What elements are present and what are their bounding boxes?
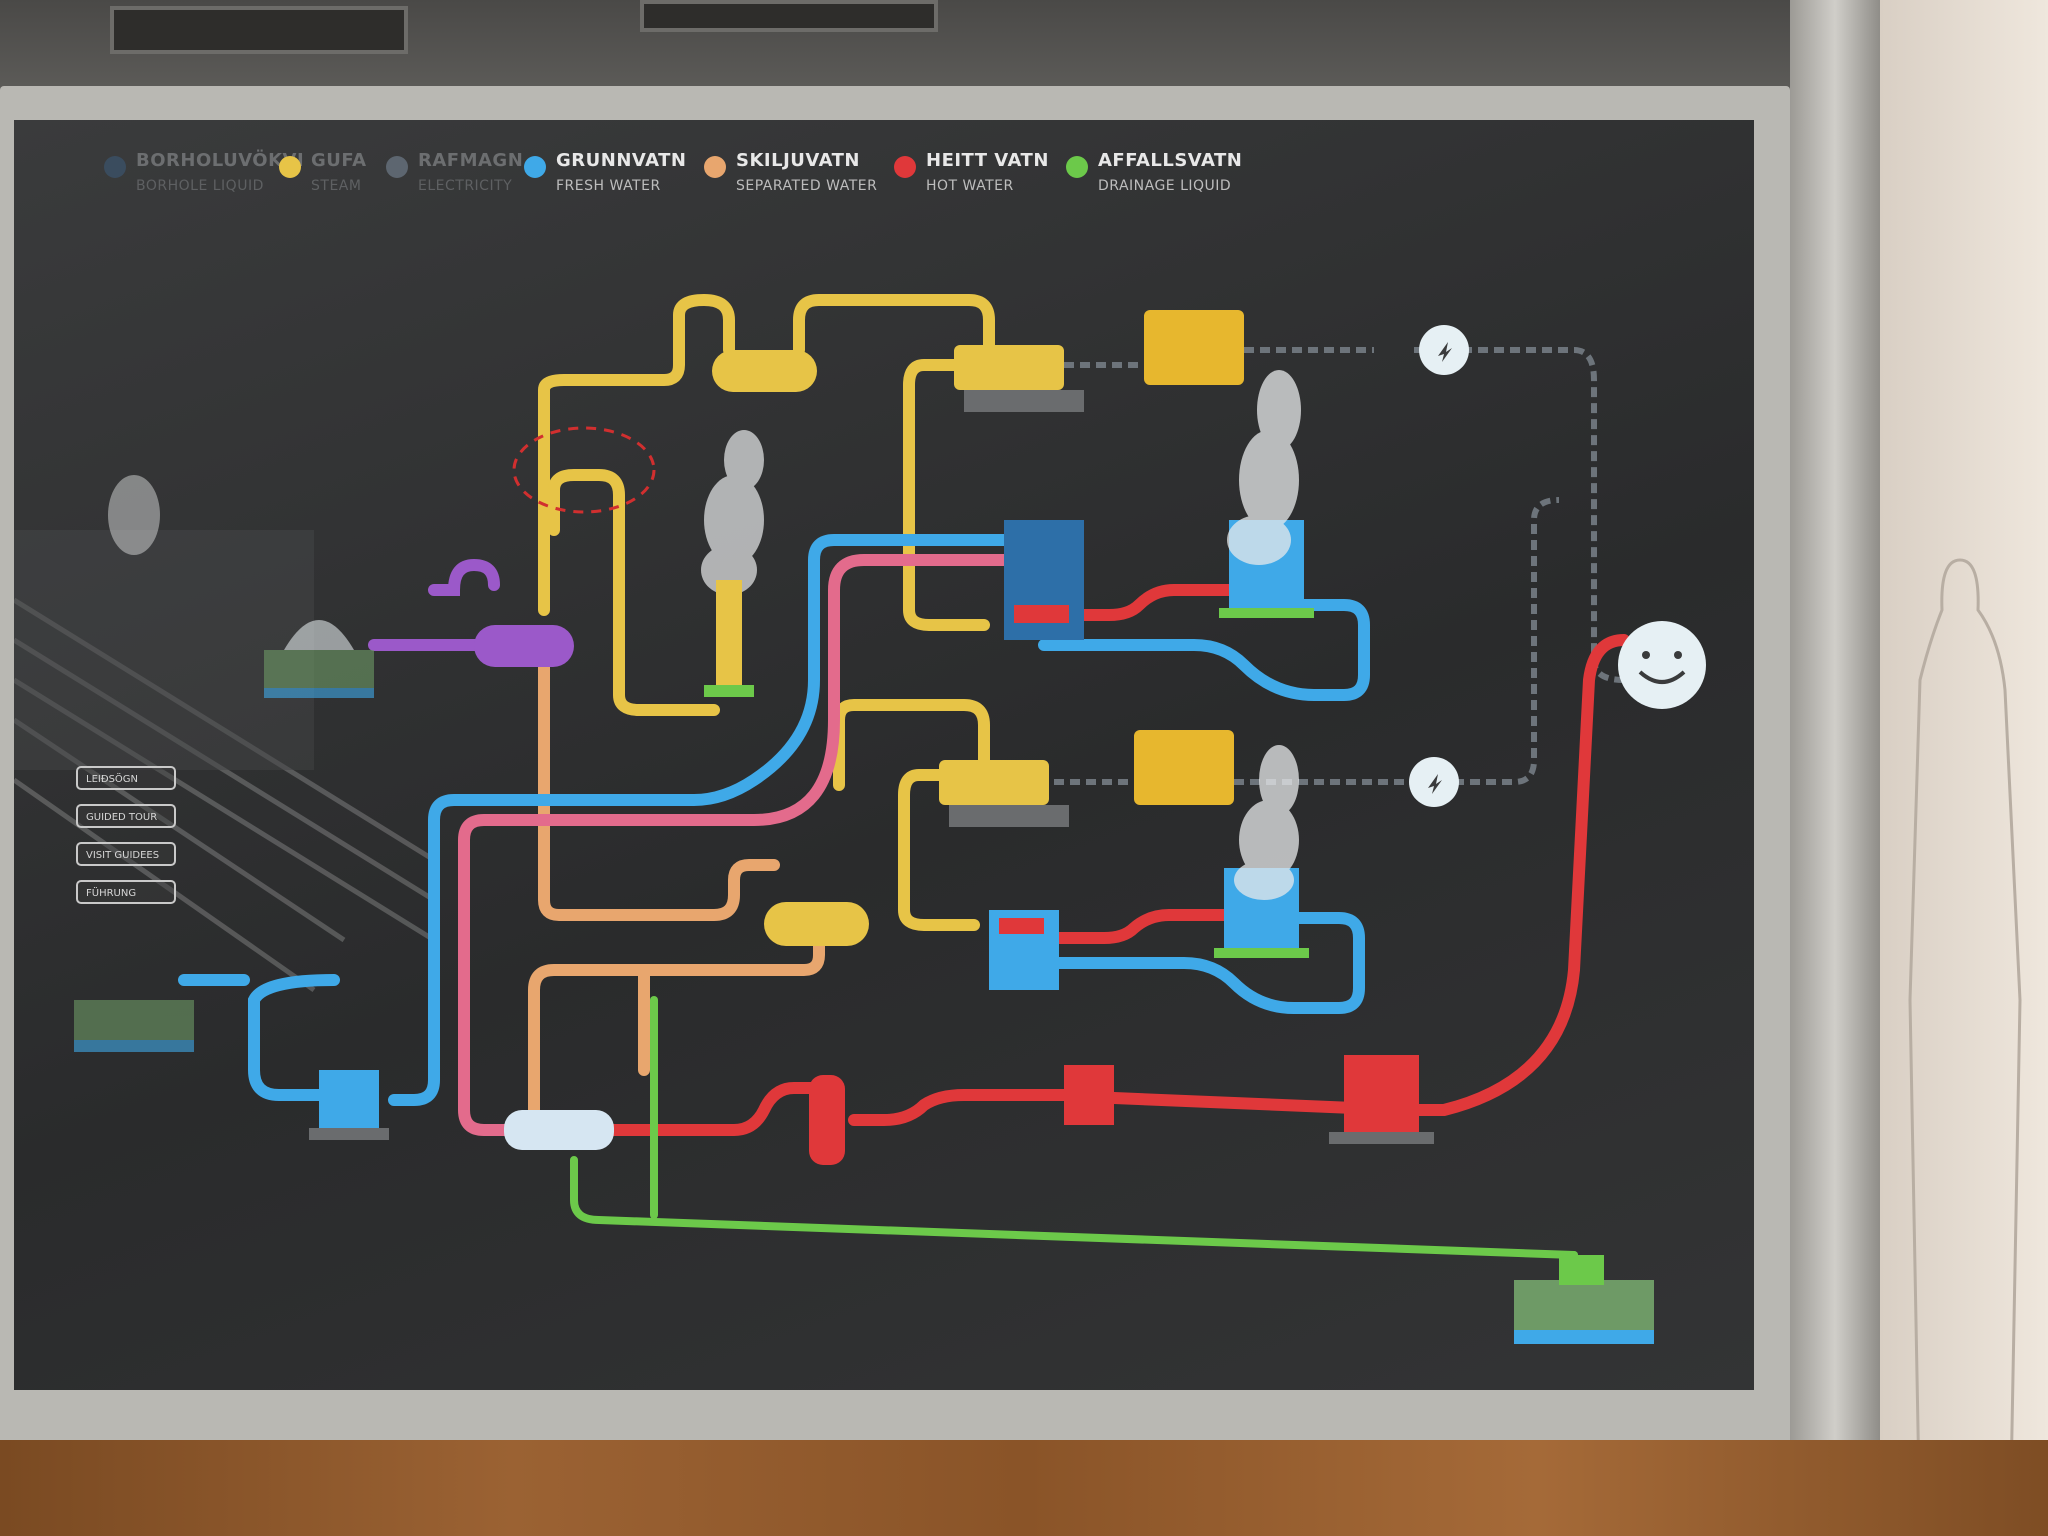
legend-subtitle: FRESH WATER: [556, 178, 661, 194]
steam-plume-left: [108, 475, 160, 555]
legend-title: AFFALLSVATN: [1098, 150, 1243, 171]
legend-dot: [1066, 156, 1088, 178]
hot-water-pump: [1064, 1065, 1114, 1125]
smiley-face-icon: [1618, 621, 1706, 709]
drainage-well: [1514, 1255, 1654, 1344]
legend-subtitle: STEAM: [311, 178, 362, 194]
legend-title: HEITT VATN: [926, 150, 1049, 171]
hot-water-storage-base: [1329, 1132, 1434, 1144]
electricity-lines: [1054, 347, 1644, 785]
menu-button-visit-guidees[interactable]: VISIT GUIDEES: [76, 842, 176, 866]
menu-button-fuhrung[interactable]: FÜHRUNG: [76, 880, 176, 904]
hot-water-storage: [1344, 1055, 1419, 1135]
legend-title: SKILJUVATN: [736, 150, 860, 171]
legend-subtitle: DRAINAGE LIQUID: [1098, 178, 1232, 194]
heat-exchanger-main: [504, 1110, 614, 1150]
deaerator-tank: [809, 1075, 845, 1165]
ceiling-vent-center: [640, 0, 938, 32]
legend-title: GRUNNVATN: [556, 150, 687, 171]
fresh-water-pump: [319, 1070, 379, 1130]
fresh-water-pipes: [178, 534, 1370, 1106]
cooling-tower-top-base: [1219, 608, 1314, 618]
turbine-bottom-base: [949, 805, 1069, 827]
display-screen: BORHOLUVÖKVI BORHOLE LIQUID GUFA STEAM R…: [14, 120, 1754, 1390]
legend-dot: [104, 156, 126, 178]
return-pipes: [458, 554, 1055, 1136]
highlight-ring: [512, 426, 656, 514]
borehole-separator: [474, 625, 574, 667]
steam-plume-bottom: [1234, 745, 1299, 900]
legend-subtitle: HOT WATER: [926, 178, 1014, 194]
lightning-bolt-icon: [1409, 757, 1459, 807]
exhaust-silencer-base: [704, 685, 754, 697]
generator-top: [1144, 310, 1244, 385]
borehole-well: [264, 620, 374, 698]
condenser-bottom-red: [999, 918, 1044, 934]
legend-title: BORHOLUVÖKVI: [136, 150, 305, 171]
legend-subtitle: ELECTRICITY: [418, 178, 513, 194]
turbine-top: [954, 345, 1064, 390]
hot-water-pipes: [608, 584, 1630, 1136]
right-wall: [1880, 0, 2048, 1536]
wood-floor: [0, 1440, 2048, 1536]
legend-title: GUFA: [311, 150, 367, 171]
lightning-bolt-icon: [1419, 325, 1469, 375]
steam-separator-top: [712, 350, 817, 392]
steam-plume-top: [1227, 370, 1301, 565]
turbine-bottom: [939, 760, 1049, 805]
fresh-water-well: [74, 1000, 194, 1052]
steam-plume-exhaust: [701, 430, 764, 595]
plant-diagram: [14, 293, 1706, 1344]
staircase-reflection: [14, 530, 436, 993]
exhaust-silencer: [716, 580, 742, 690]
generator-bottom: [1134, 730, 1234, 805]
ceiling-vent-left: [110, 6, 408, 54]
legend-dot: [279, 156, 301, 178]
legend-dot: [704, 156, 726, 178]
ceiling: [0, 0, 2048, 100]
turbine-top-base: [964, 390, 1084, 412]
steam-separator-bottom: [764, 902, 869, 946]
menu-button-leidsogn[interactable]: LEIÐSÖGN: [76, 766, 176, 790]
steam-pipes: [538, 293, 995, 931]
condenser-top-red: [1014, 605, 1069, 623]
legend-dot: [894, 156, 916, 178]
cooling-tower-bottom-base: [1214, 948, 1309, 958]
silhouette-figure: [1908, 558, 2022, 1536]
legend-dot: [386, 156, 408, 178]
menu-button-guided-tour[interactable]: GUIDED TOUR: [76, 804, 176, 828]
legend-subtitle: BORHOLE LIQUID: [136, 178, 264, 194]
legend-title: RAFMAGN: [418, 150, 524, 171]
fresh-water-pump-base: [309, 1128, 389, 1140]
legend-subtitle: SEPARATED WATER: [736, 178, 878, 194]
legend-dot: [524, 156, 546, 178]
borehole-pipes: [368, 558, 500, 651]
separated-water-pipes: [528, 654, 825, 1116]
window-pillar: [1790, 0, 1880, 1536]
